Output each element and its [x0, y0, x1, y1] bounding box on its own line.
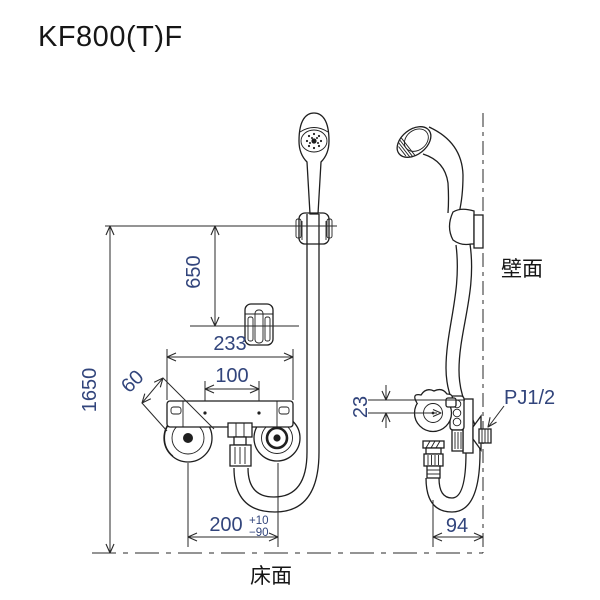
- dim-100: 100: [204, 365, 260, 401]
- floor-label: 床面: [250, 565, 292, 588]
- front-view: [163, 112, 333, 513]
- dim-200-label: 200: [209, 514, 242, 536]
- side-view: [396, 126, 492, 513]
- shower-hanger-side: [448, 208, 484, 249]
- dim-200: 200 +10 −90: [187, 463, 279, 547]
- dim-100-label: 100: [215, 365, 248, 387]
- dim-23-label: 23: [350, 396, 372, 418]
- dim-200-tol-lower: −90: [249, 527, 269, 539]
- dim-650: 650: [183, 225, 220, 327]
- dim-23: 23: [350, 385, 465, 428]
- dim-94-label: 94: [446, 515, 468, 537]
- dimensions: 1650 650 233 100: [79, 225, 555, 554]
- page-title: KF800(T)F: [38, 21, 183, 53]
- dim-60-label: 60: [117, 366, 148, 397]
- shower-hose-front: [233, 214, 320, 513]
- shower-head-front-icon: [298, 112, 330, 215]
- dim-200-tol-upper: +10: [249, 515, 269, 527]
- thread-callout: PJ1/2: [487, 387, 555, 428]
- dim-94: 94: [432, 500, 484, 547]
- thread-label: PJ1/2: [504, 387, 555, 409]
- dim-1650-label: 1650: [79, 368, 101, 413]
- spray-nozzle-dots: [305, 132, 323, 150]
- wall-union-flare: [472, 414, 492, 452]
- dim-650-label: 650: [183, 255, 205, 288]
- valve-shaft-stack: [422, 440, 445, 479]
- dim-233: 233: [166, 333, 294, 400]
- wall-hook-bracket: [244, 303, 274, 346]
- faucet-body-side: [413, 388, 492, 479]
- shower-hanger-front: [295, 212, 333, 245]
- dim-1650: 1650: [79, 225, 115, 554]
- hose-connector-front: [227, 422, 253, 467]
- ribbed-block: [451, 429, 464, 452]
- dim-233-label: 233: [213, 333, 246, 355]
- shower-head-side-icon: [396, 126, 464, 214]
- wall-label: 壁面: [501, 258, 543, 281]
